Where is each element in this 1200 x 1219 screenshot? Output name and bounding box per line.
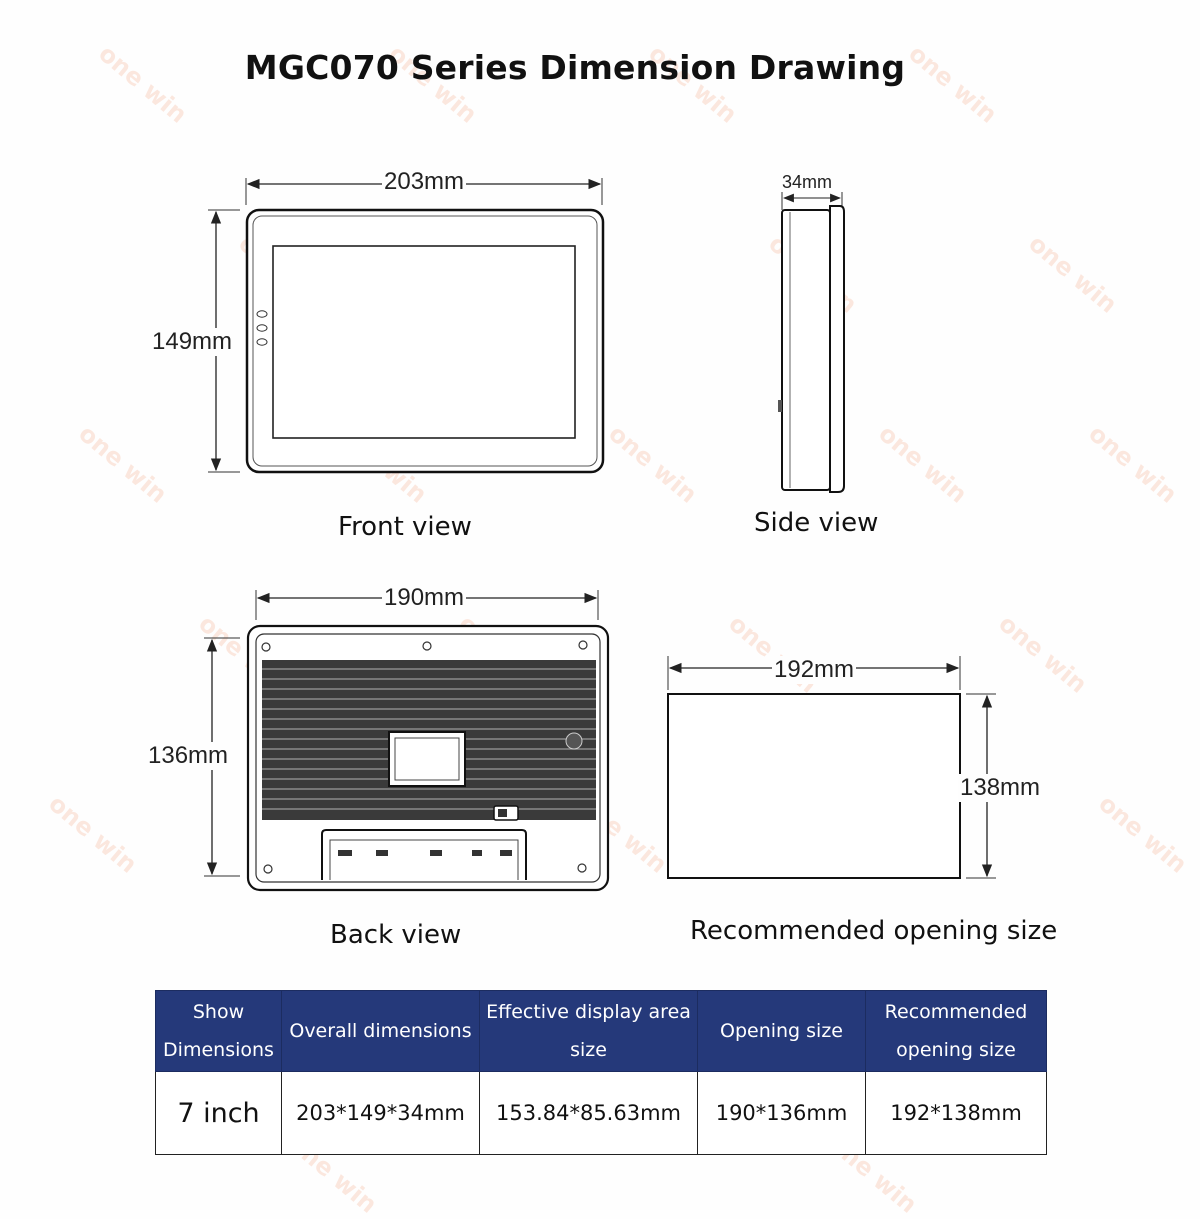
table-cell: 203*149*34mm [281,1071,480,1155]
opening-width-label: 192mm [772,656,857,684]
screw-icon [261,642,271,652]
dimension-drawing [204,178,996,892]
table-header-cell: Effective display area size [479,990,698,1072]
screw-icon [578,640,588,650]
port-icon [338,850,352,856]
screw-icon [263,864,273,874]
opening-height-label: 138mm [958,774,1043,802]
table-header-cell: Opening size [697,990,866,1072]
back-view [204,590,610,892]
back-width-label: 190mm [382,584,467,612]
table-cell: 192*138mm [865,1071,1047,1155]
speaker-grill-icon [565,732,583,750]
indicator-led-icon [256,324,268,332]
port-icon [472,850,482,856]
front-height-label: 149mm [150,328,235,356]
table-cell: 7 inch [155,1071,282,1155]
port-panel [321,829,527,880]
front-width-label: 203mm [382,168,467,196]
spec-table: Show Dimensions Overall dimensions Effec… [155,990,1047,1155]
table-header-cell: Show Dimensions [155,990,282,1072]
front-view-caption: Front view [338,512,472,542]
table-cell: 190*136mm [697,1071,866,1155]
table-header-cell: Recommended opening size [865,990,1047,1072]
table-row: 7 inch 203*149*34mm 153.84*85.63mm 190*1… [155,1071,1047,1155]
port-icon [430,850,442,856]
back-height-label: 136mm [146,742,231,770]
side-front-frame [829,205,845,493]
opening-caption: Recommended opening size [690,916,1058,946]
port-icon [376,850,388,856]
table-header-cell: Overall dimensions [281,990,480,1072]
page-title: MGC070 Series Dimension Drawing [244,48,906,87]
screw-icon [422,641,432,651]
indicator-led-icon [256,338,268,346]
opening-rectangle [667,693,961,879]
front-view [208,178,605,474]
table-cell: 153.84*85.63mm [479,1071,698,1155]
front-screen [272,245,576,439]
back-view-caption: Back view [330,920,462,950]
side-depth-label: 34mm [782,172,833,192]
side-body [781,209,831,491]
table-header-row: Show Dimensions Overall dimensions Effec… [155,990,1047,1072]
opening-view [667,656,996,879]
screw-icon [577,863,587,873]
side-view-caption: Side view [754,508,879,538]
port-icon [500,850,512,856]
side-view [778,192,845,493]
indicator-led-icon [256,310,268,318]
